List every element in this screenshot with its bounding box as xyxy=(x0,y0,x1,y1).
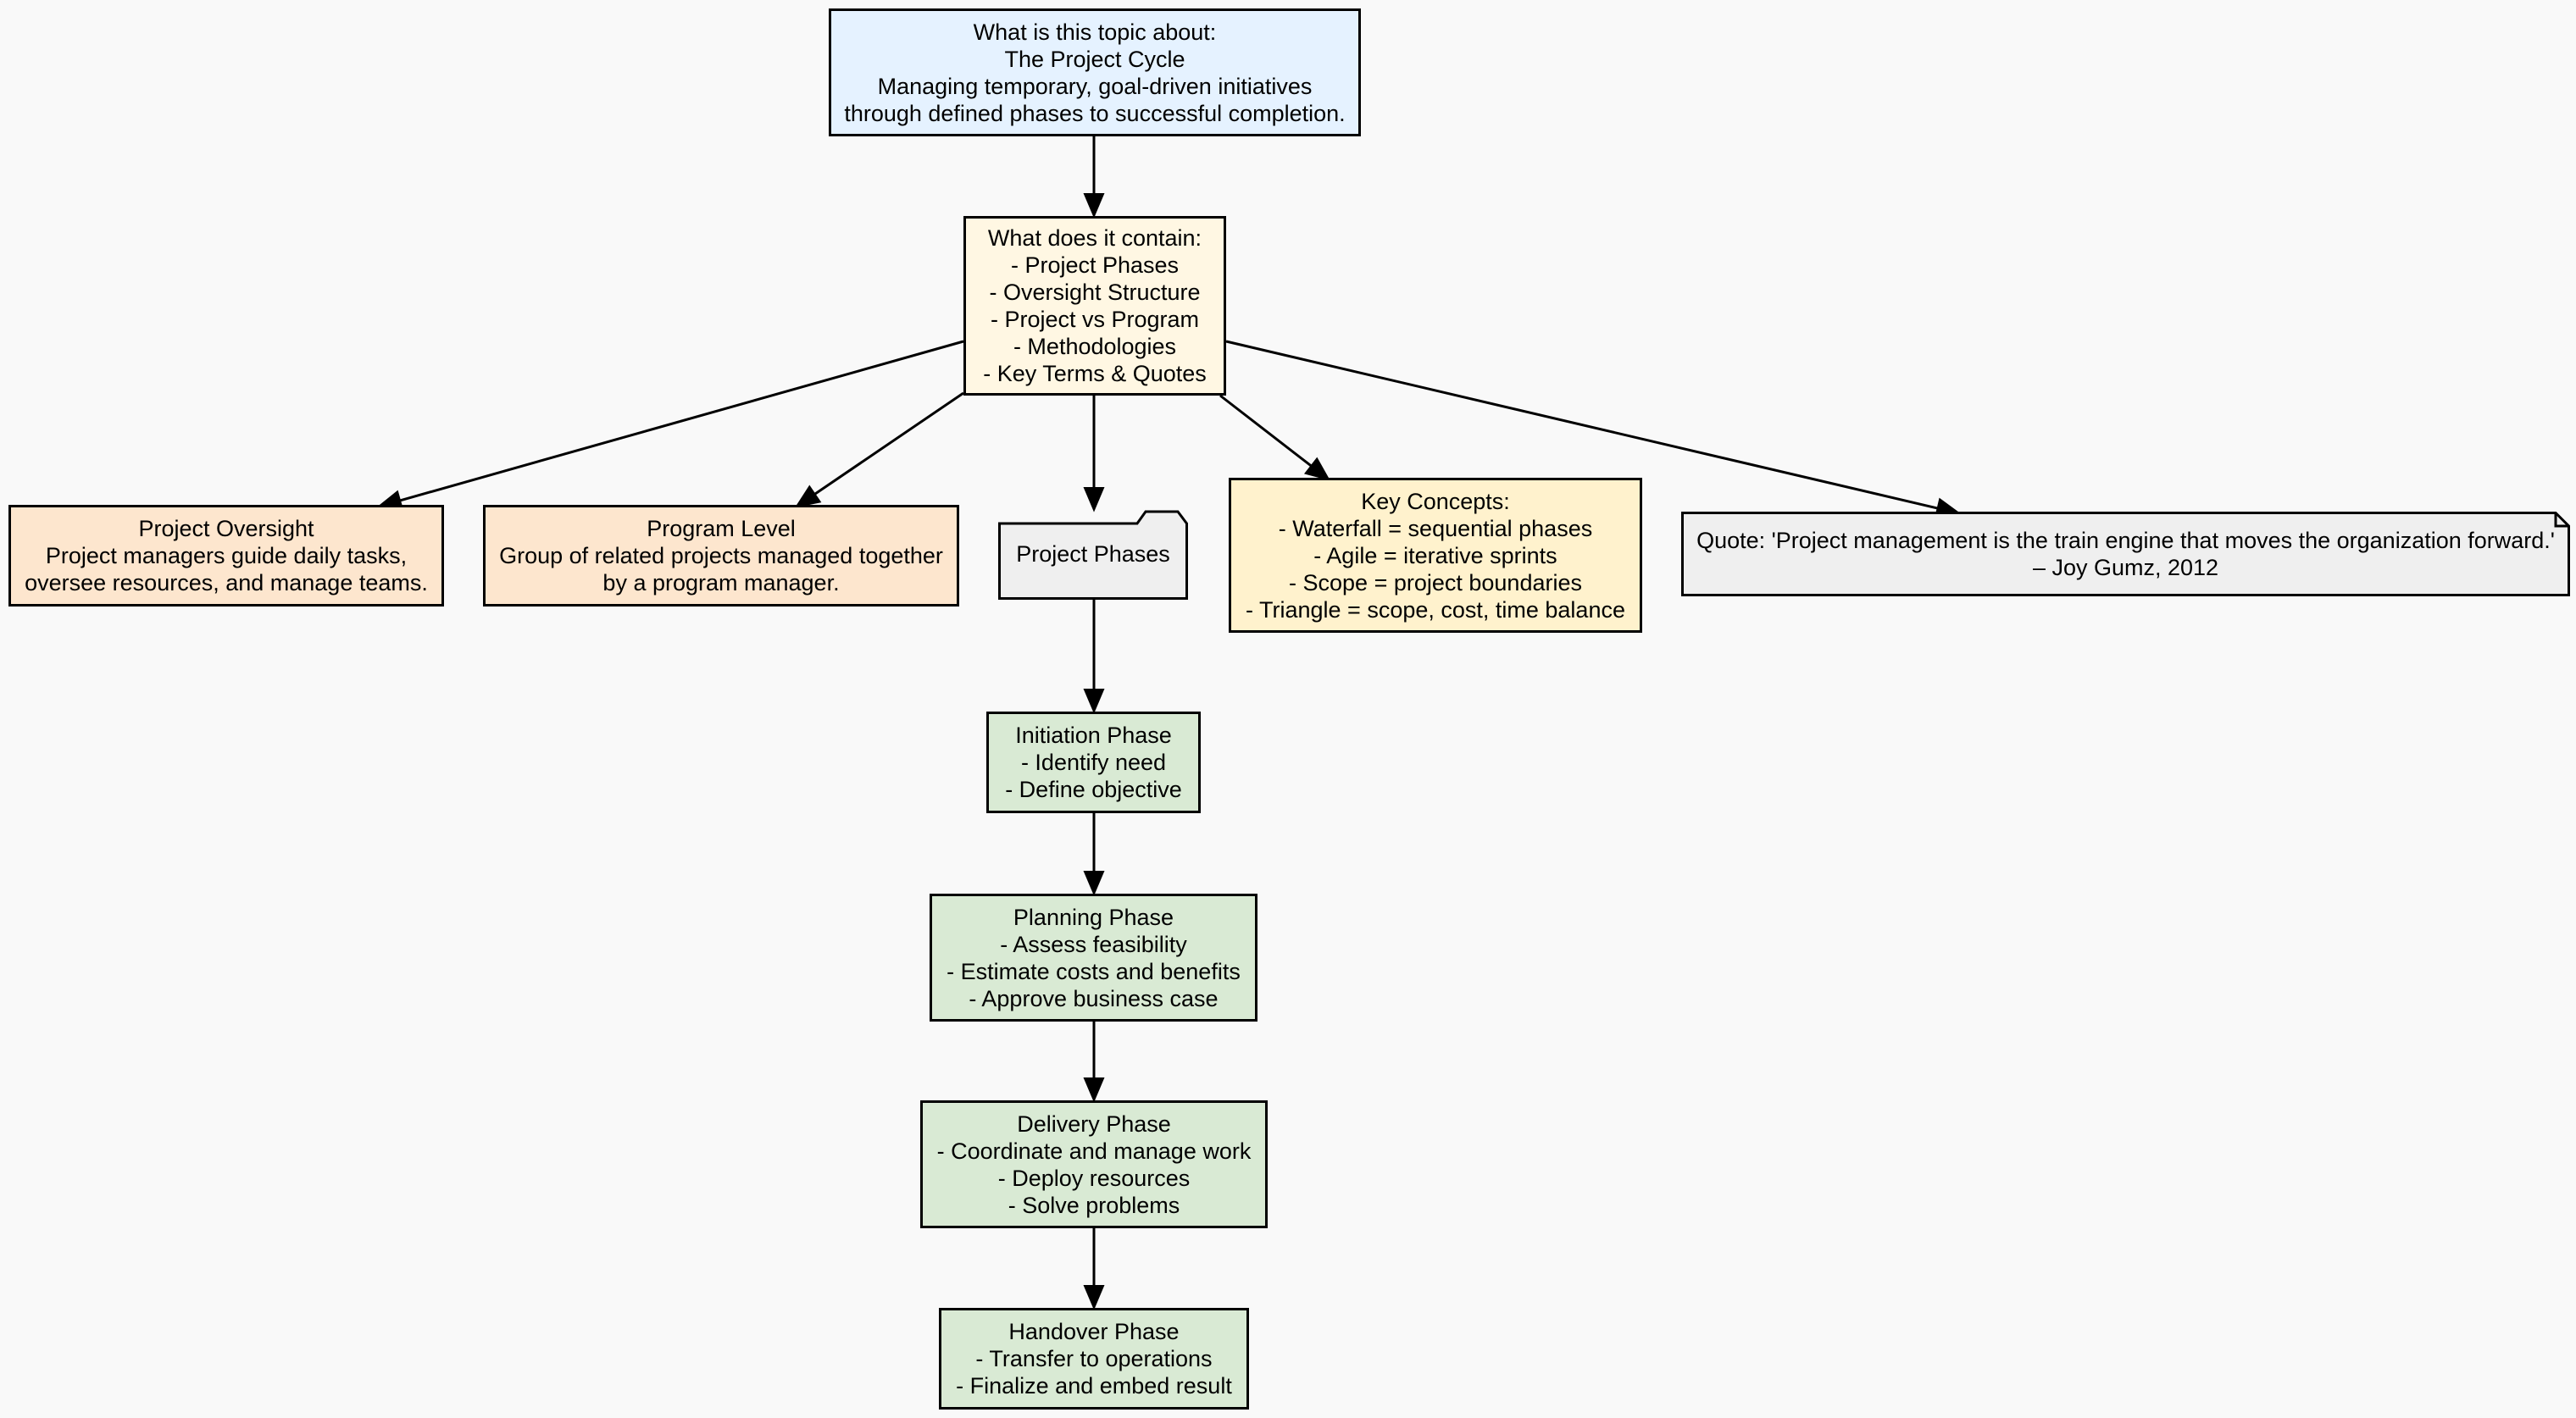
arrowhead-topic-to-contents xyxy=(1083,193,1105,219)
project-oversight-node: Project Oversight Project managers guide… xyxy=(8,505,444,607)
delivery-title: Delivery Phase xyxy=(1017,1111,1171,1137)
concept-scope: - Scope = project boundaries xyxy=(1289,569,1582,595)
quote-attribution: – Joy Gumz, 2012 xyxy=(2032,555,2219,580)
topic-node: What is this topic about: The Project Cy… xyxy=(829,8,1361,136)
concept-waterfall: - Waterfall = sequential phases xyxy=(1278,515,1593,541)
planning-title: Planning Phase xyxy=(1013,904,1174,930)
planning-step-1: - Assess feasibility xyxy=(1000,931,1187,957)
delivery-step-1: - Coordinate and manage work xyxy=(936,1138,1252,1164)
handover-phase-node: Handover Phase - Transfer to operations … xyxy=(939,1308,1249,1410)
note-shape xyxy=(1681,512,2570,596)
handover-step-2: - Finalize and embed result xyxy=(956,1373,1232,1399)
program-title: Program Level xyxy=(647,516,796,541)
topic-title: The Project Cycle xyxy=(1004,46,1185,72)
handover-step-1: - Transfer to operations xyxy=(975,1346,1213,1371)
oversight-desc-line-2: oversee resources, and manage teams. xyxy=(25,570,428,595)
program-desc-line-1: Group of related projects managed togeth… xyxy=(499,543,943,568)
concept-agile: - Agile = iterative sprints xyxy=(1313,542,1557,568)
contents-heading: What does it contain: xyxy=(987,225,1202,251)
arrowhead-contents-to-phases xyxy=(1083,487,1105,512)
project-phases-folder-node: Project Phases xyxy=(998,508,1188,600)
initiation-step-2: - Define objective xyxy=(1005,777,1182,802)
handover-title: Handover Phase xyxy=(1008,1319,1180,1344)
initiation-title: Initiation Phase xyxy=(1015,723,1172,748)
delivery-step-2: - Deploy resources xyxy=(997,1165,1191,1191)
topic-desc-line-1: Managing temporary, goal-driven initiati… xyxy=(877,73,1313,99)
arrowhead-delivery-to-handover xyxy=(1083,1285,1105,1310)
oversight-desc-line-1: Project managers guide daily tasks, xyxy=(45,543,408,568)
initiation-phase-node: Initiation Phase - Identify need - Defin… xyxy=(986,712,1201,813)
planning-phase-node: Planning Phase - Assess feasibility - Es… xyxy=(930,894,1257,1022)
topic-desc-line-2: through defined phases to successful com… xyxy=(844,100,1346,126)
concepts-title: Key Concepts: xyxy=(1361,488,1510,514)
quote-note-node: Quote: 'Project management is the train … xyxy=(1681,512,2570,596)
planning-step-3: - Approve business case xyxy=(969,985,1219,1011)
initiation-step-1: - Identify need xyxy=(1020,750,1167,775)
topic-heading: What is this topic about: xyxy=(973,19,1217,45)
delivery-step-3: - Solve problems xyxy=(1008,1192,1180,1218)
key-concepts-node: Key Concepts: - Waterfall = sequential p… xyxy=(1229,478,1642,633)
planning-step-2: - Estimate costs and benefits xyxy=(947,958,1241,984)
arrowhead-contents-to-program xyxy=(794,485,822,508)
arrowhead-initiation-to-planning xyxy=(1083,871,1105,896)
arrowhead-contents-to-concepts xyxy=(1303,457,1331,481)
program-level-node: Program Level Group of related projects … xyxy=(483,505,959,607)
contents-item-project-vs-program: - Project vs Program xyxy=(990,307,1200,332)
arrowhead-phases-to-initiation xyxy=(1083,689,1105,714)
program-desc-line-2: by a program manager. xyxy=(602,570,840,595)
contents-item-methodologies: - Methodologies xyxy=(1013,334,1177,359)
contents-item-phases: - Project Phases xyxy=(1010,252,1180,278)
contents-item-terms-quotes: - Key Terms & Quotes xyxy=(983,361,1207,386)
delivery-phase-node: Delivery Phase - Coordinate and manage w… xyxy=(920,1100,1268,1228)
edge-contents-to-concepts xyxy=(1219,394,1313,468)
concept-triangle: - Triangle = scope, cost, time balance xyxy=(1246,596,1625,623)
folder-shape xyxy=(998,510,1188,600)
edge-contents-to-quote xyxy=(1225,340,1939,510)
oversight-title: Project Oversight xyxy=(138,516,314,541)
contents-item-oversight: - Oversight Structure xyxy=(989,280,1201,305)
contents-node: What does it contain: - Project Phases -… xyxy=(963,216,1226,396)
edge-contents-to-program xyxy=(813,391,964,496)
quote-text: Quote: 'Project management is the train … xyxy=(1696,528,2555,553)
project-phases-label: Project Phases xyxy=(1016,541,1170,567)
edge-contents-to-oversight xyxy=(399,340,964,502)
arrowhead-planning-to-delivery xyxy=(1083,1077,1105,1103)
